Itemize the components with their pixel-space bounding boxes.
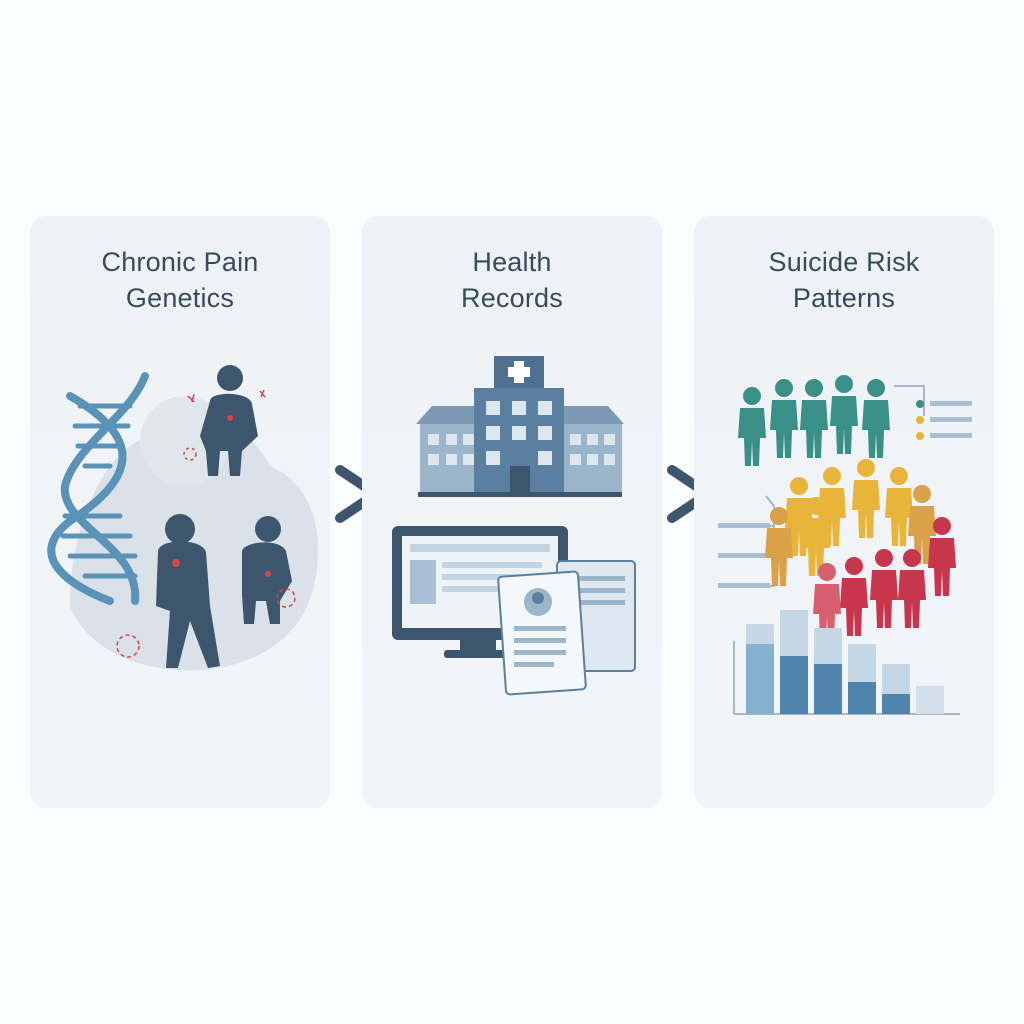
documents-icon bbox=[497, 560, 636, 696]
panel-title-line-1: Chronic Pain bbox=[101, 247, 259, 277]
panel-title: Health Records bbox=[362, 244, 662, 316]
hospital-and-medical-records-icon bbox=[392, 356, 636, 696]
panel-title-line-1: Health bbox=[472, 247, 552, 277]
panel-title-line-2: Genetics bbox=[125, 283, 235, 313]
population-and-bar-chart-icon bbox=[718, 375, 972, 715]
bar-chart-icon bbox=[733, 610, 960, 715]
panel-title-line-1: Suicide Risk bbox=[768, 247, 920, 277]
panel-suicide-risk-patterns: Suicide Risk Patterns bbox=[694, 216, 994, 808]
dna-and-people-in-pain-icon bbox=[47, 365, 319, 671]
hospital-icon bbox=[416, 356, 624, 497]
panel-title: Chronic Pain Genetics bbox=[30, 244, 330, 316]
panel-title: Suicide Risk Patterns bbox=[694, 244, 994, 316]
panel-title-line-2: Patterns bbox=[792, 283, 896, 313]
panel-chronic-pain-genetics: Chronic Pain Genetics bbox=[30, 216, 330, 808]
panel-health-records: Health Records bbox=[362, 216, 662, 808]
panel-title-line-2: Records bbox=[461, 283, 563, 313]
